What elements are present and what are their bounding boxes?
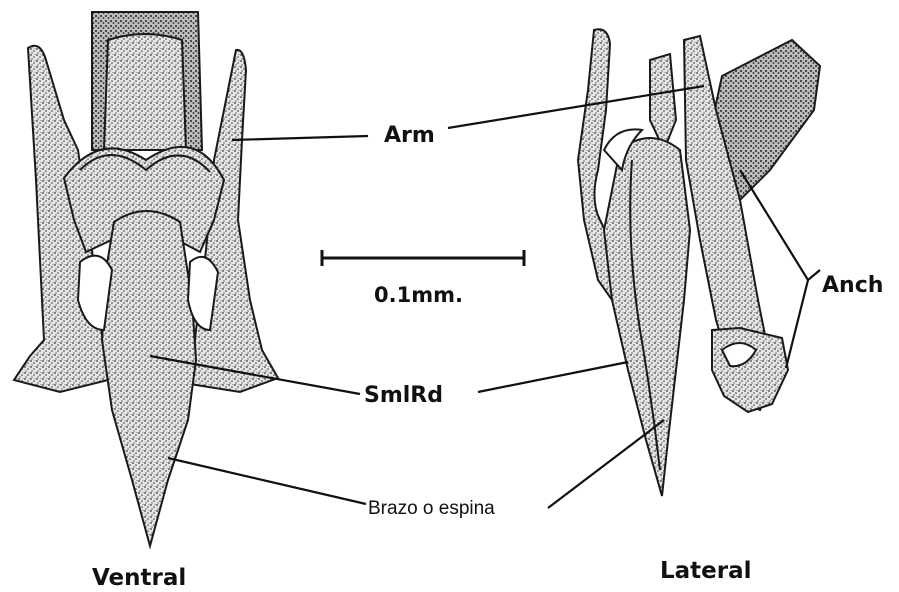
lateral-anchor bbox=[712, 328, 788, 412]
label-scale: 0.1mm. bbox=[374, 283, 463, 307]
lateral-stalk-1 bbox=[650, 54, 676, 150]
label-ventral: Ventral bbox=[92, 565, 186, 591]
brazo-leader-left bbox=[168, 458, 366, 504]
label-smlrd: SmlRd bbox=[364, 383, 443, 408]
label-arm: Arm bbox=[384, 123, 435, 148]
ventral-view bbox=[14, 12, 278, 546]
arm-leader-left bbox=[232, 136, 368, 140]
label-lateral: Lateral bbox=[660, 558, 752, 584]
label-brazo: Brazo o espina bbox=[368, 498, 495, 519]
smlrd-leader-right bbox=[478, 362, 628, 392]
lateral-central-rod bbox=[604, 138, 690, 496]
lateral-view bbox=[578, 29, 820, 496]
label-anch: Anch bbox=[822, 273, 883, 298]
brazo-leader-right bbox=[548, 420, 664, 508]
scale-bar bbox=[322, 250, 524, 266]
ventral-shaft-inner bbox=[104, 34, 186, 150]
ventral-central-rod bbox=[102, 211, 196, 546]
